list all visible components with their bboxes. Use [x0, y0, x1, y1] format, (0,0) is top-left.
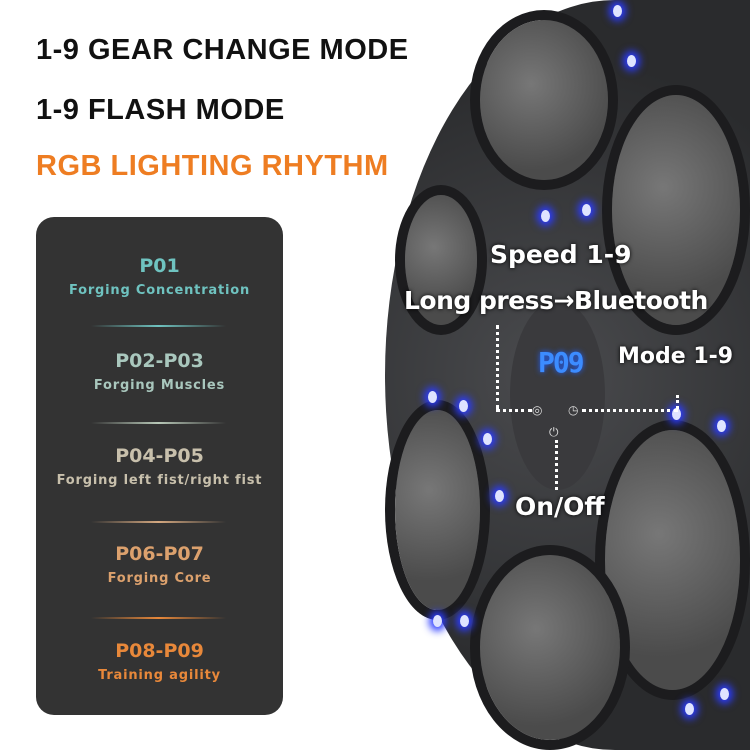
bluetooth-speed-button[interactable]: ◎	[532, 403, 543, 417]
led-light	[460, 615, 469, 627]
program-desc: Forging Core	[107, 571, 212, 586]
program-panel: P01 Forging Concentration P02-P03 Forgin…	[36, 217, 283, 715]
mode-button[interactable]: ◷	[568, 403, 579, 417]
led-light	[483, 433, 492, 445]
lcd-readout: P09	[538, 346, 585, 379]
program-code: P08-P09	[115, 640, 204, 662]
pointer-line	[496, 325, 499, 409]
program-item: P01 Forging Concentration	[36, 255, 283, 298]
headline-gear-change: 1-9 GEAR CHANGE MODE	[36, 34, 409, 66]
program-item: P08-P09 Training agility	[36, 640, 283, 683]
pointer-line	[555, 440, 558, 490]
program-desc: Training agility	[98, 668, 221, 683]
led-light	[541, 210, 550, 222]
program-code: P02-P03	[115, 350, 204, 372]
headline-rgb-lighting: RGB LIGHTING RHYTHM	[36, 150, 389, 182]
program-desc: Forging left fist/right fist	[56, 473, 263, 488]
program-code: P04-P05	[115, 445, 204, 467]
target-pad	[405, 195, 477, 325]
bluetooth-label: Long press→Bluetooth	[404, 286, 708, 315]
speed-label: Speed 1-9	[490, 240, 632, 269]
program-item: P02-P03 Forging Muscles	[36, 350, 283, 393]
led-light	[433, 615, 442, 627]
led-light	[495, 490, 504, 502]
target-pad	[395, 410, 480, 610]
pointer-line	[676, 395, 679, 409]
program-item: P04-P05 Forging left fist/right fist	[36, 445, 283, 488]
led-light	[717, 420, 726, 432]
program-code: P01	[139, 255, 180, 277]
program-code: P06-P07	[115, 543, 204, 565]
pointer-line	[582, 409, 678, 412]
program-desc: Forging Muscles	[93, 378, 226, 393]
led-light	[672, 408, 681, 420]
pointer-line	[496, 409, 532, 412]
divider	[91, 422, 226, 424]
target-pad	[605, 430, 740, 690]
target-pad	[480, 555, 620, 740]
led-light	[720, 688, 729, 700]
mode-label: Mode 1-9	[618, 344, 734, 369]
led-light	[613, 5, 622, 17]
led-light	[428, 391, 437, 403]
power-label: On/Off	[515, 492, 605, 521]
target-pad	[612, 95, 740, 325]
divider	[91, 325, 226, 327]
program-desc: Forging Concentration	[68, 283, 251, 298]
program-item: P06-P07 Forging Core	[36, 543, 283, 586]
led-light	[459, 400, 468, 412]
led-light	[685, 703, 694, 715]
target-pad	[480, 20, 608, 180]
divider	[91, 521, 226, 523]
headline-flash-mode: 1-9 FLASH MODE	[36, 94, 285, 126]
divider	[91, 617, 226, 619]
power-button-icon[interactable]: ⏻	[549, 425, 559, 439]
led-light	[582, 204, 591, 216]
led-light	[627, 55, 636, 67]
